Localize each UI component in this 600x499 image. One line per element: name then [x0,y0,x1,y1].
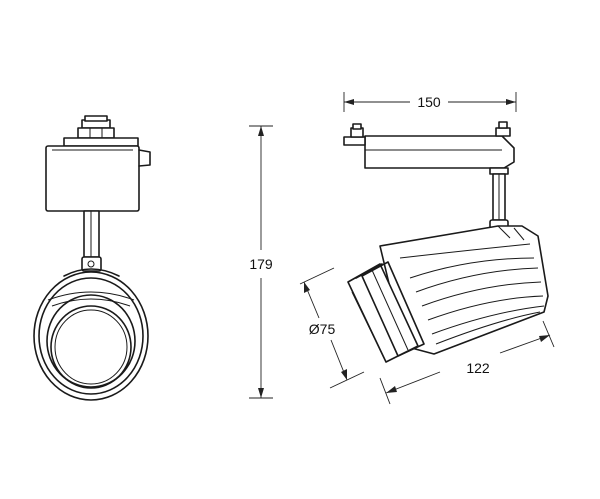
side-bezel [347,261,425,363]
length-label: 122 [466,360,490,376]
front-connector-knob [63,115,139,147]
front-adapter-box [45,145,151,212]
diameter-label: Ø75 [309,321,336,337]
side-lamp-body [379,225,549,355]
front-stem [83,210,100,258]
front-yoke [63,256,120,277]
side-track-adapter [343,121,515,169]
width-dimension: 150 [343,92,517,112]
length-dimension: 122 [379,320,555,405]
height-label: 179 [249,256,273,272]
diameter-dimension: Ø75 [299,267,365,389]
height-dimension: 179 [249,125,273,399]
front-view [33,115,151,401]
side-view [343,121,549,363]
front-lamp-head [33,271,149,401]
width-label: 150 [417,94,441,110]
side-stem [489,167,509,231]
